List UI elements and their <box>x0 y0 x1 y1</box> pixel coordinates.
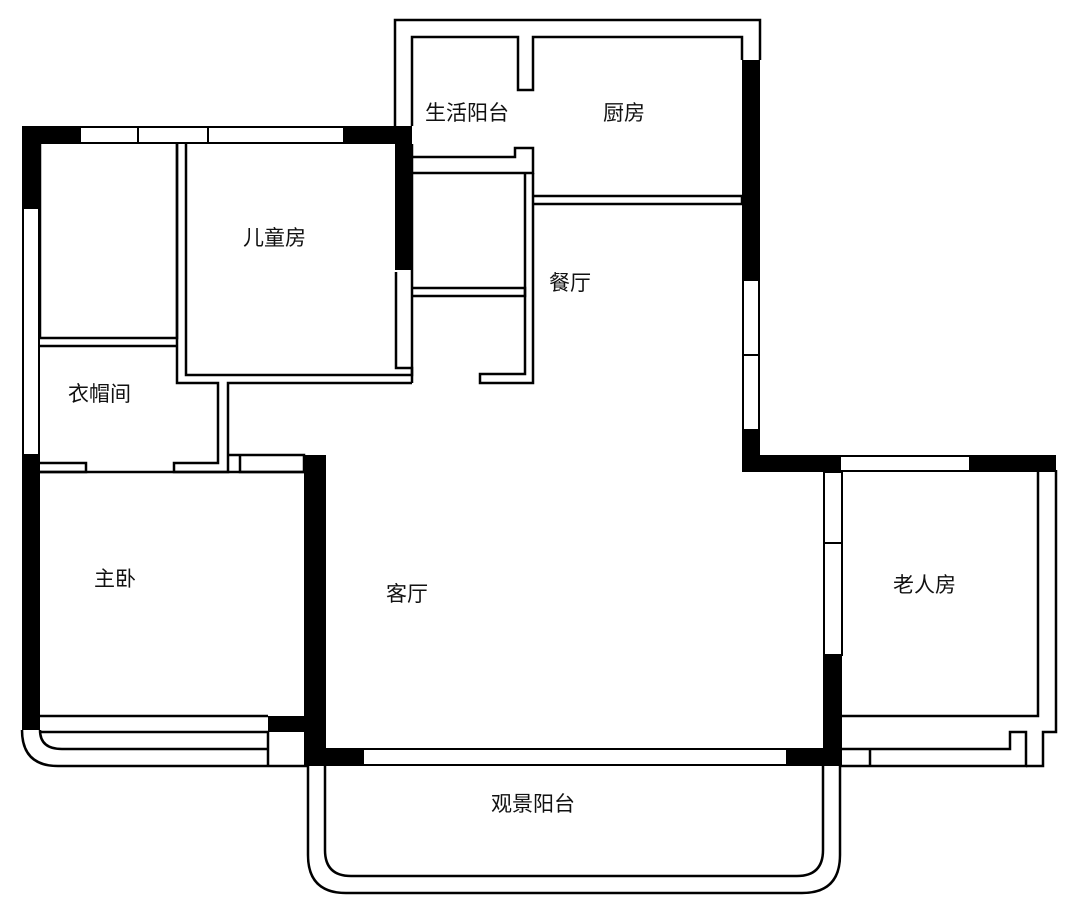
label-living-room: 客厅 <box>386 582 428 606</box>
label-master-bedroom: 主卧 <box>94 567 136 591</box>
view-balcony-rail <box>306 766 842 895</box>
label-life-balcony: 生活阳台 <box>425 101 509 125</box>
label-dining: 餐厅 <box>549 271 591 295</box>
label-children-room: 儿童房 <box>243 226 306 250</box>
label-elder-room: 老人房 <box>893 573 956 597</box>
label-kitchen: 厨房 <box>603 101 645 125</box>
right-bottom-balcony-rail <box>840 470 1058 768</box>
structural-walls <box>22 60 1056 766</box>
left-bottom-balcony-rail <box>20 729 308 768</box>
top-balcony-rail <box>393 18 762 126</box>
label-view-balcony: 观景阳台 <box>491 792 575 816</box>
label-cloakroom: 衣帽间 <box>68 382 131 406</box>
interior-walls <box>38 144 744 474</box>
windows <box>22 126 971 766</box>
room-labels: 生活阳台 厨房 儿童房 餐厅 衣帽间 主卧 客厅 老人房 观景阳台 <box>68 101 956 816</box>
